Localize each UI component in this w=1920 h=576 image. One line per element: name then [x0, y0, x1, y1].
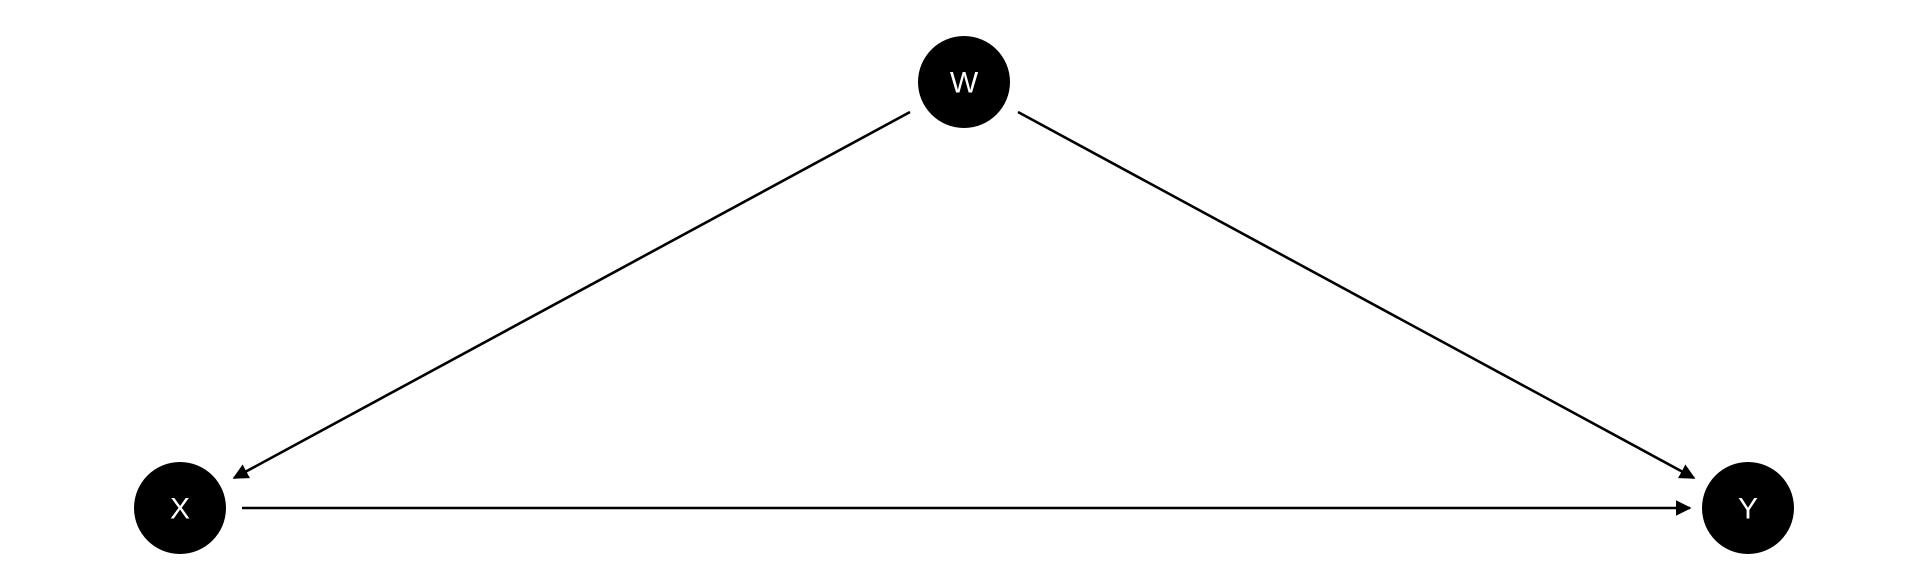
node-x-label: X [170, 493, 190, 526]
node-w: W [918, 36, 1010, 128]
node-w-circle [918, 36, 1010, 128]
node-w-label: W [950, 67, 979, 100]
edge-w-to-x [232, 110, 911, 480]
node-y: Y [1702, 462, 1794, 554]
node-x-circle [134, 462, 226, 554]
node-y-circle [1702, 462, 1794, 554]
edge-w-to-y [1017, 110, 1696, 480]
node-y-label: Y [1738, 493, 1758, 526]
node-x: X [134, 462, 226, 554]
